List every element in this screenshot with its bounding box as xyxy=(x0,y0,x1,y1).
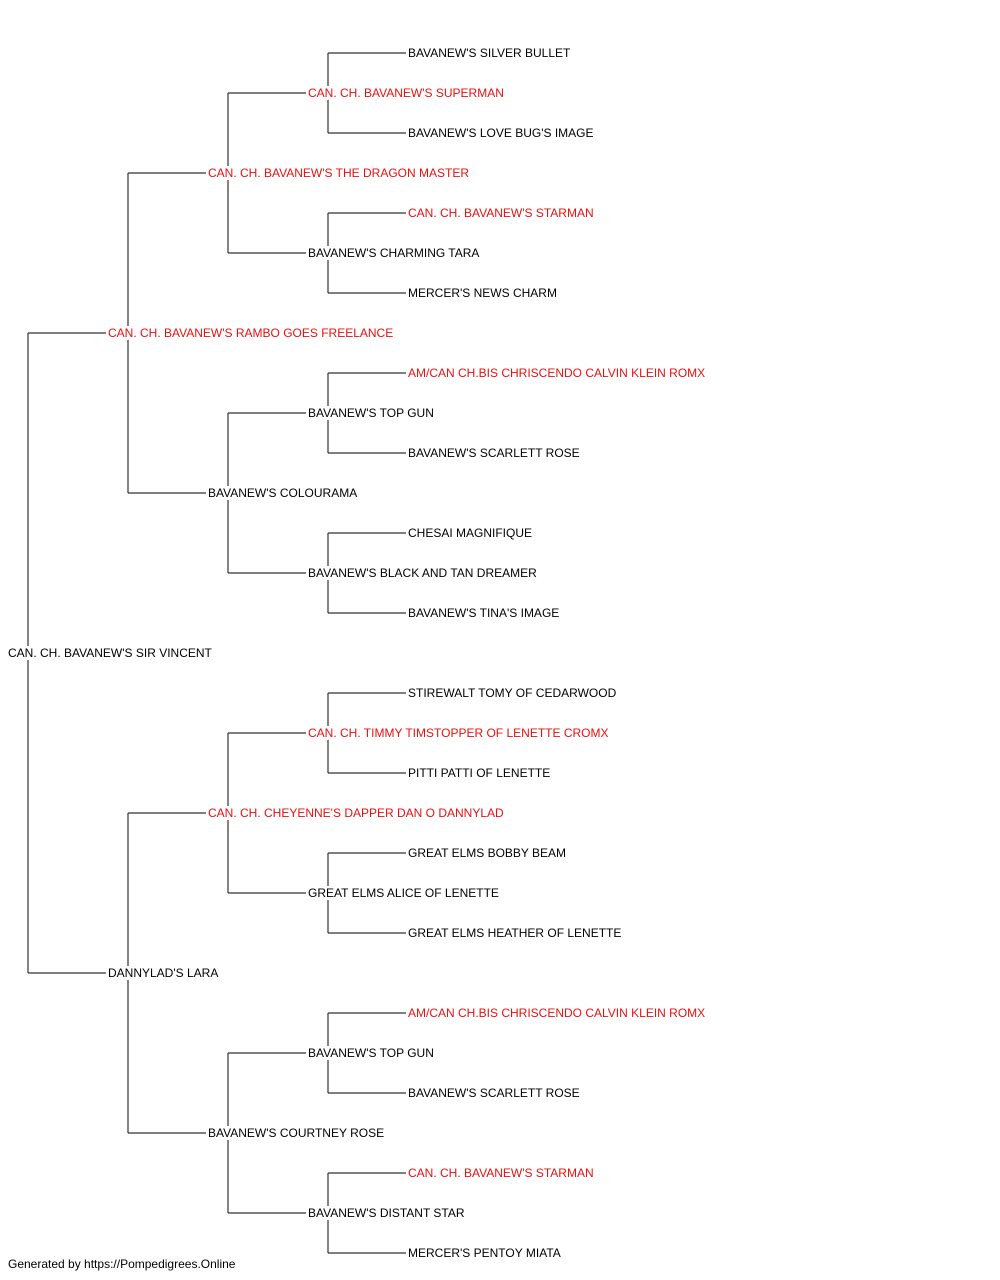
pedigree-entry-gen1-dannylad-s-lara[interactable]: DANNYLAD'S LARA xyxy=(107,966,220,980)
pedigree-entry-gen3-bavanew-s-top-gun[interactable]: BAVANEW'S TOP GUN xyxy=(307,1046,435,1060)
pedigree-entry-gen2-bavanew-s-courtney-rose[interactable]: BAVANEW'S COURTNEY ROSE xyxy=(207,1126,386,1140)
pedigree-entry-gen4-bavanew-s-tina-s-image[interactable]: BAVANEW'S TINA'S IMAGE xyxy=(407,606,561,620)
pedigree-entry-gen4-stirewalt-tomy-of-cedarwood[interactable]: STIREWALT TOMY OF CEDARWOOD xyxy=(407,686,618,700)
pedigree-entry-gen3-bavanew-s-charming-tara[interactable]: BAVANEW'S CHARMING TARA xyxy=(307,246,481,260)
pedigree-entry-gen4-can-ch-bavanew-s-starman[interactable]: CAN. CH. BAVANEW'S STARMAN xyxy=(407,206,595,220)
pedigree-entry-gen2-bavanew-s-colourama[interactable]: BAVANEW'S COLOURAMA xyxy=(207,486,359,500)
pedigree-entry-gen3-bavanew-s-black-and-tan-dreamer[interactable]: BAVANEW'S BLACK AND TAN DREAMER xyxy=(307,566,538,580)
pedigree-entry-gen4-am-can-ch-bis-chriscendo-calvin-klein-romx[interactable]: AM/CAN CH.BIS CHRISCENDO CALVIN KLEIN RO… xyxy=(407,1006,707,1020)
footer-credit: Generated by https://Pompedigrees.Online xyxy=(8,1257,236,1271)
pedigree-entry-gen4-am-can-ch-bis-chriscendo-calvin-klein-romx[interactable]: AM/CAN CH.BIS CHRISCENDO CALVIN KLEIN RO… xyxy=(407,366,707,380)
pedigree-entry-gen4-mercer-s-pentoy-miata[interactable]: MERCER'S PENTOY MIATA xyxy=(407,1246,562,1260)
pedigree-entry-gen3-can-ch-bavanew-s-superman[interactable]: CAN. CH. BAVANEW'S SUPERMAN xyxy=(307,86,505,100)
pedigree-entry-gen2-can-ch-cheyenne-s-dapper-dan-o-dannylad[interactable]: CAN. CH. CHEYENNE'S DAPPER DAN O DANNYLA… xyxy=(207,806,505,820)
pedigree-entry-gen4-bavanew-s-scarlett-rose[interactable]: BAVANEW'S SCARLETT ROSE xyxy=(407,446,581,460)
pedigree-entry-gen4-great-elms-heather-of-lenette[interactable]: GREAT ELMS HEATHER OF LENETTE xyxy=(407,926,623,940)
pedigree-entry-gen4-chesai-magnifique[interactable]: CHESAI MAGNIFIQUE xyxy=(407,526,534,540)
pedigree-entry-gen3-bavanew-s-distant-star[interactable]: BAVANEW'S DISTANT STAR xyxy=(307,1206,466,1220)
pedigree-entry-gen3-bavanew-s-top-gun[interactable]: BAVANEW'S TOP GUN xyxy=(307,406,435,420)
pedigree-entry-gen4-bavanew-s-love-bug-s-image[interactable]: BAVANEW'S LOVE BUG'S IMAGE xyxy=(407,126,595,140)
pedigree-entry-gen4-can-ch-bavanew-s-starman[interactable]: CAN. CH. BAVANEW'S STARMAN xyxy=(407,1166,595,1180)
pedigree-entry-gen3-great-elms-alice-of-lenette[interactable]: GREAT ELMS ALICE OF LENETTE xyxy=(307,886,500,900)
pedigree-entry-gen3-can-ch-timmy-timstopper-of-lenette-cromx[interactable]: CAN. CH. TIMMY TIMSTOPPER OF LENETTE CRO… xyxy=(307,726,610,740)
pedigree-entry-gen4-mercer-s-news-charm[interactable]: MERCER'S NEWS CHARM xyxy=(407,286,558,300)
pedigree-entry-gen4-pitti-patti-of-lenette[interactable]: PITTI PATTI OF LENETTE xyxy=(407,766,552,780)
pedigree-entry-gen4-bavanew-s-scarlett-rose[interactable]: BAVANEW'S SCARLETT ROSE xyxy=(407,1086,581,1100)
pedigree-entry-gen4-great-elms-bobby-beam[interactable]: GREAT ELMS BOBBY BEAM xyxy=(407,846,568,860)
pedigree-entry-gen4-bavanew-s-silver-bullet[interactable]: BAVANEW'S SILVER BULLET xyxy=(407,46,572,60)
pedigree-entry-gen2-can-ch-bavanew-s-the-dragon-master[interactable]: CAN. CH. BAVANEW'S THE DRAGON MASTER xyxy=(207,166,470,180)
pedigree-entry-gen1-can-ch-bavanew-s-rambo-goes-freelance[interactable]: CAN. CH. BAVANEW'S RAMBO GOES FREELANCE xyxy=(107,326,395,340)
pedigree-entry-gen0-can-ch-bavanew-s-sir-vincent[interactable]: CAN. CH. BAVANEW'S SIR VINCENT xyxy=(7,646,213,660)
